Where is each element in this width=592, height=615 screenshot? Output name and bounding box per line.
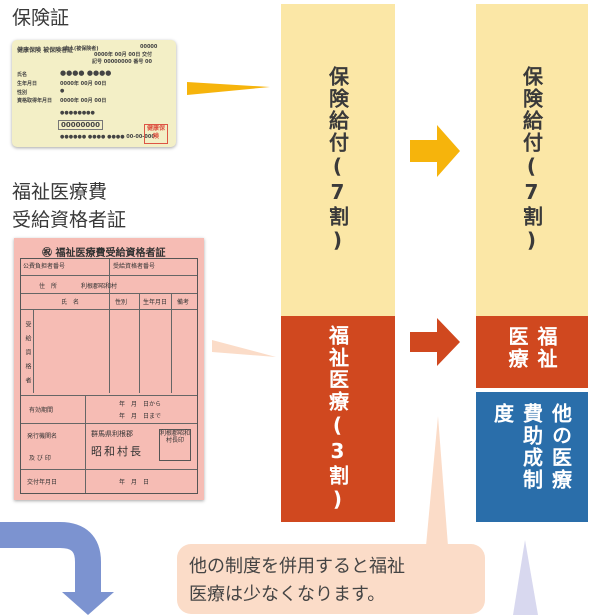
cert-issuer-name: 昭和村長 xyxy=(91,445,143,458)
card-name-label: 氏名 xyxy=(17,72,28,78)
welfare-cert-image: ㊗ 福祉医療費受給資格者証 公費負担者番号 受給資格者番号 住 所 利根郡昭和村… xyxy=(14,238,204,500)
cert-recipient-no: 受給資格者番号 xyxy=(113,263,156,270)
right-welfare-block: 福祉医療 xyxy=(476,316,588,388)
card-header-mid: 本人(被保険者) xyxy=(64,46,99,52)
cert-note-col: 備考 xyxy=(177,299,190,306)
wedge-arrow-light xyxy=(212,340,276,357)
cert-issue-date-value: 年 月 日 xyxy=(119,479,150,486)
cert-address-label: 住 所 xyxy=(39,283,58,290)
cert-frame: 公費負担者番号 受給資格者番号 住 所 利根郡昭和村 氏 名 性別 生年月日 備… xyxy=(20,258,198,494)
cert-burden-no: 公費負担者番号 xyxy=(23,263,66,270)
insurance-card-label: 保険証 xyxy=(12,7,70,29)
card-row2: 00000000 xyxy=(58,120,103,130)
card-name-value: ●●●● ●●●● xyxy=(60,69,112,77)
cert-seal-label: 及 び 印 xyxy=(29,455,51,462)
cert-birth-col: 生年月日 xyxy=(143,299,168,306)
curved-arrow-head xyxy=(62,592,114,615)
welfare-cert-label-line1: 福祉医療費 xyxy=(12,181,108,203)
cert-name-col: 氏 名 xyxy=(61,299,80,306)
callout-pointer-left xyxy=(426,416,448,546)
left-welfare-text: 福祉医療(3割) xyxy=(325,325,350,513)
card-header-right1: 00000 xyxy=(140,44,158,50)
welfare-cert-label-line2: 受給資格者証 xyxy=(12,209,127,231)
right-insurance-text: 保険給付(7割) xyxy=(519,66,544,254)
callout-box: 他の制度を併用すると福祉 医療は少なくなります。 xyxy=(177,544,485,614)
card-header-right3: 記号 00000000 番号 00 xyxy=(92,59,153,65)
right-insurance-block: 保険給付(7割) xyxy=(476,4,588,316)
cert-valid-to: 年 月 日まで xyxy=(119,413,162,420)
block-arrow-red xyxy=(410,318,460,366)
callout-line2: 医療は少なくなります。 xyxy=(189,584,386,605)
card-acq-label: 資格取得年月日 xyxy=(17,98,53,104)
cert-issuer-pref: 群馬県利根郡 xyxy=(91,430,133,438)
cert-title: ㊗ 福祉医療費受給資格者証 xyxy=(42,248,166,259)
card-seal: 健康保険 xyxy=(144,124,168,144)
left-insurance-block: 保険給付(7割) xyxy=(281,4,395,316)
callout-line1: 他の制度を併用すると福祉 xyxy=(189,556,405,577)
cert-issue-date-label: 交付年月日 xyxy=(27,479,58,486)
wedge-arrow-yellow xyxy=(187,82,270,95)
cert-sex-col: 性別 xyxy=(115,299,128,306)
left-welfare-block: 福祉医療(3割) xyxy=(281,316,395,522)
right-other-text: 他の医療費助成制度 xyxy=(490,403,573,491)
curved-arrow xyxy=(0,522,101,592)
cert-valid-label: 有効期間 xyxy=(29,407,54,414)
cert-seal: 利根郡昭和村長印 xyxy=(159,429,191,461)
card-header-right2: 0000年 00月 00日 交付 xyxy=(94,52,153,58)
card-row1: ●●●●●●●● xyxy=(60,110,95,116)
cert-valid-from: 年 月 日から xyxy=(119,401,162,408)
left-insurance-text: 保険給付(7割) xyxy=(325,66,350,254)
block-arrow-yellow xyxy=(410,125,460,177)
cert-side-label: 受給資格者 xyxy=(24,321,31,391)
card-header-left: 健康保険 被保険者証 xyxy=(17,47,74,54)
card-sex-value: ● xyxy=(60,88,65,94)
callout-pointer-right xyxy=(513,540,538,615)
cert-address-value: 利根郡昭和村 xyxy=(81,283,118,290)
card-sex-label: 性別 xyxy=(17,90,28,96)
right-welfare-text: 福祉医療 xyxy=(505,326,558,370)
card-acq-value: 0000年 00月 00日 xyxy=(60,98,107,104)
cert-issuer-label: 発行機関名 xyxy=(27,433,58,440)
insurance-card-image: 健康保険 被保険者証 本人(被保険者) 00000 0000年 00月 00日 … xyxy=(12,40,176,147)
card-birth-value: 0000年 00月 00日 xyxy=(60,81,107,87)
card-birth-label: 生年月日 xyxy=(17,81,38,87)
right-other-block: 他の医療費助成制度 xyxy=(476,392,588,522)
card-row3: ●●●●●● ●●●● ●●●● 00-00-000 xyxy=(60,134,155,140)
